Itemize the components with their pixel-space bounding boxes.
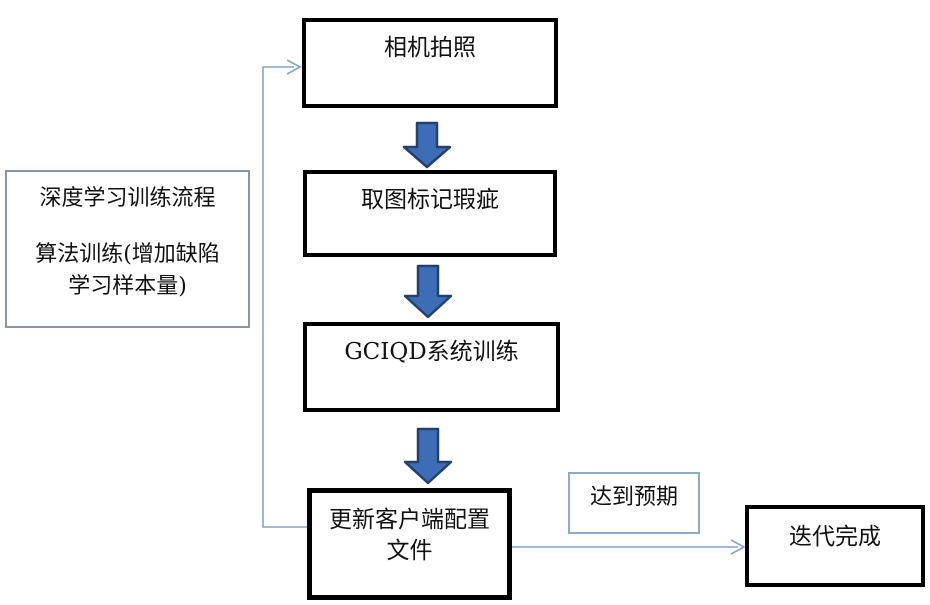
down-block-arrow-2-icon xyxy=(403,264,453,319)
node-update-client-config-label-line2: 文件 xyxy=(386,538,433,564)
node-camera-capture-label: 相机拍照 xyxy=(384,35,476,61)
label-expectation-met: 达到预期 xyxy=(568,472,700,534)
done-connector-arrowhead-icon xyxy=(730,539,746,555)
note-training-process: 深度学习训练流程 算法训练(增加缺陷 学习样本量) xyxy=(5,170,250,328)
node-gciqd-training: GCIQD系统训练 xyxy=(303,322,560,412)
node-iteration-done: 迭代完成 xyxy=(745,505,925,587)
node-gciqd-training-label: GCIQD系统训练 xyxy=(344,339,519,365)
note-training-process-line3: 学习样本量) xyxy=(68,274,187,299)
note-training-process-line1: 深度学习训练流程 xyxy=(39,186,216,211)
node-mark-defects-label: 取图标记瑕疵 xyxy=(361,187,499,213)
node-update-client-config: 更新客户端配置 文件 xyxy=(307,488,512,600)
node-mark-defects: 取图标记瑕疵 xyxy=(303,170,557,257)
down-block-arrow-1-icon xyxy=(402,121,452,169)
down-block-arrow-3-icon xyxy=(403,427,453,485)
node-camera-capture: 相机拍照 xyxy=(302,18,558,108)
feedback-connector-arrowhead-icon xyxy=(286,59,302,75)
feedback-connector-line xyxy=(262,66,307,528)
node-update-client-config-label-line1: 更新客户端配置 xyxy=(329,507,490,533)
label-expectation-met-text: 达到预期 xyxy=(589,485,678,510)
node-iteration-done-label: 迭代完成 xyxy=(789,524,881,550)
note-training-process-line2: 算法训练(增加缺陷 xyxy=(35,242,220,267)
